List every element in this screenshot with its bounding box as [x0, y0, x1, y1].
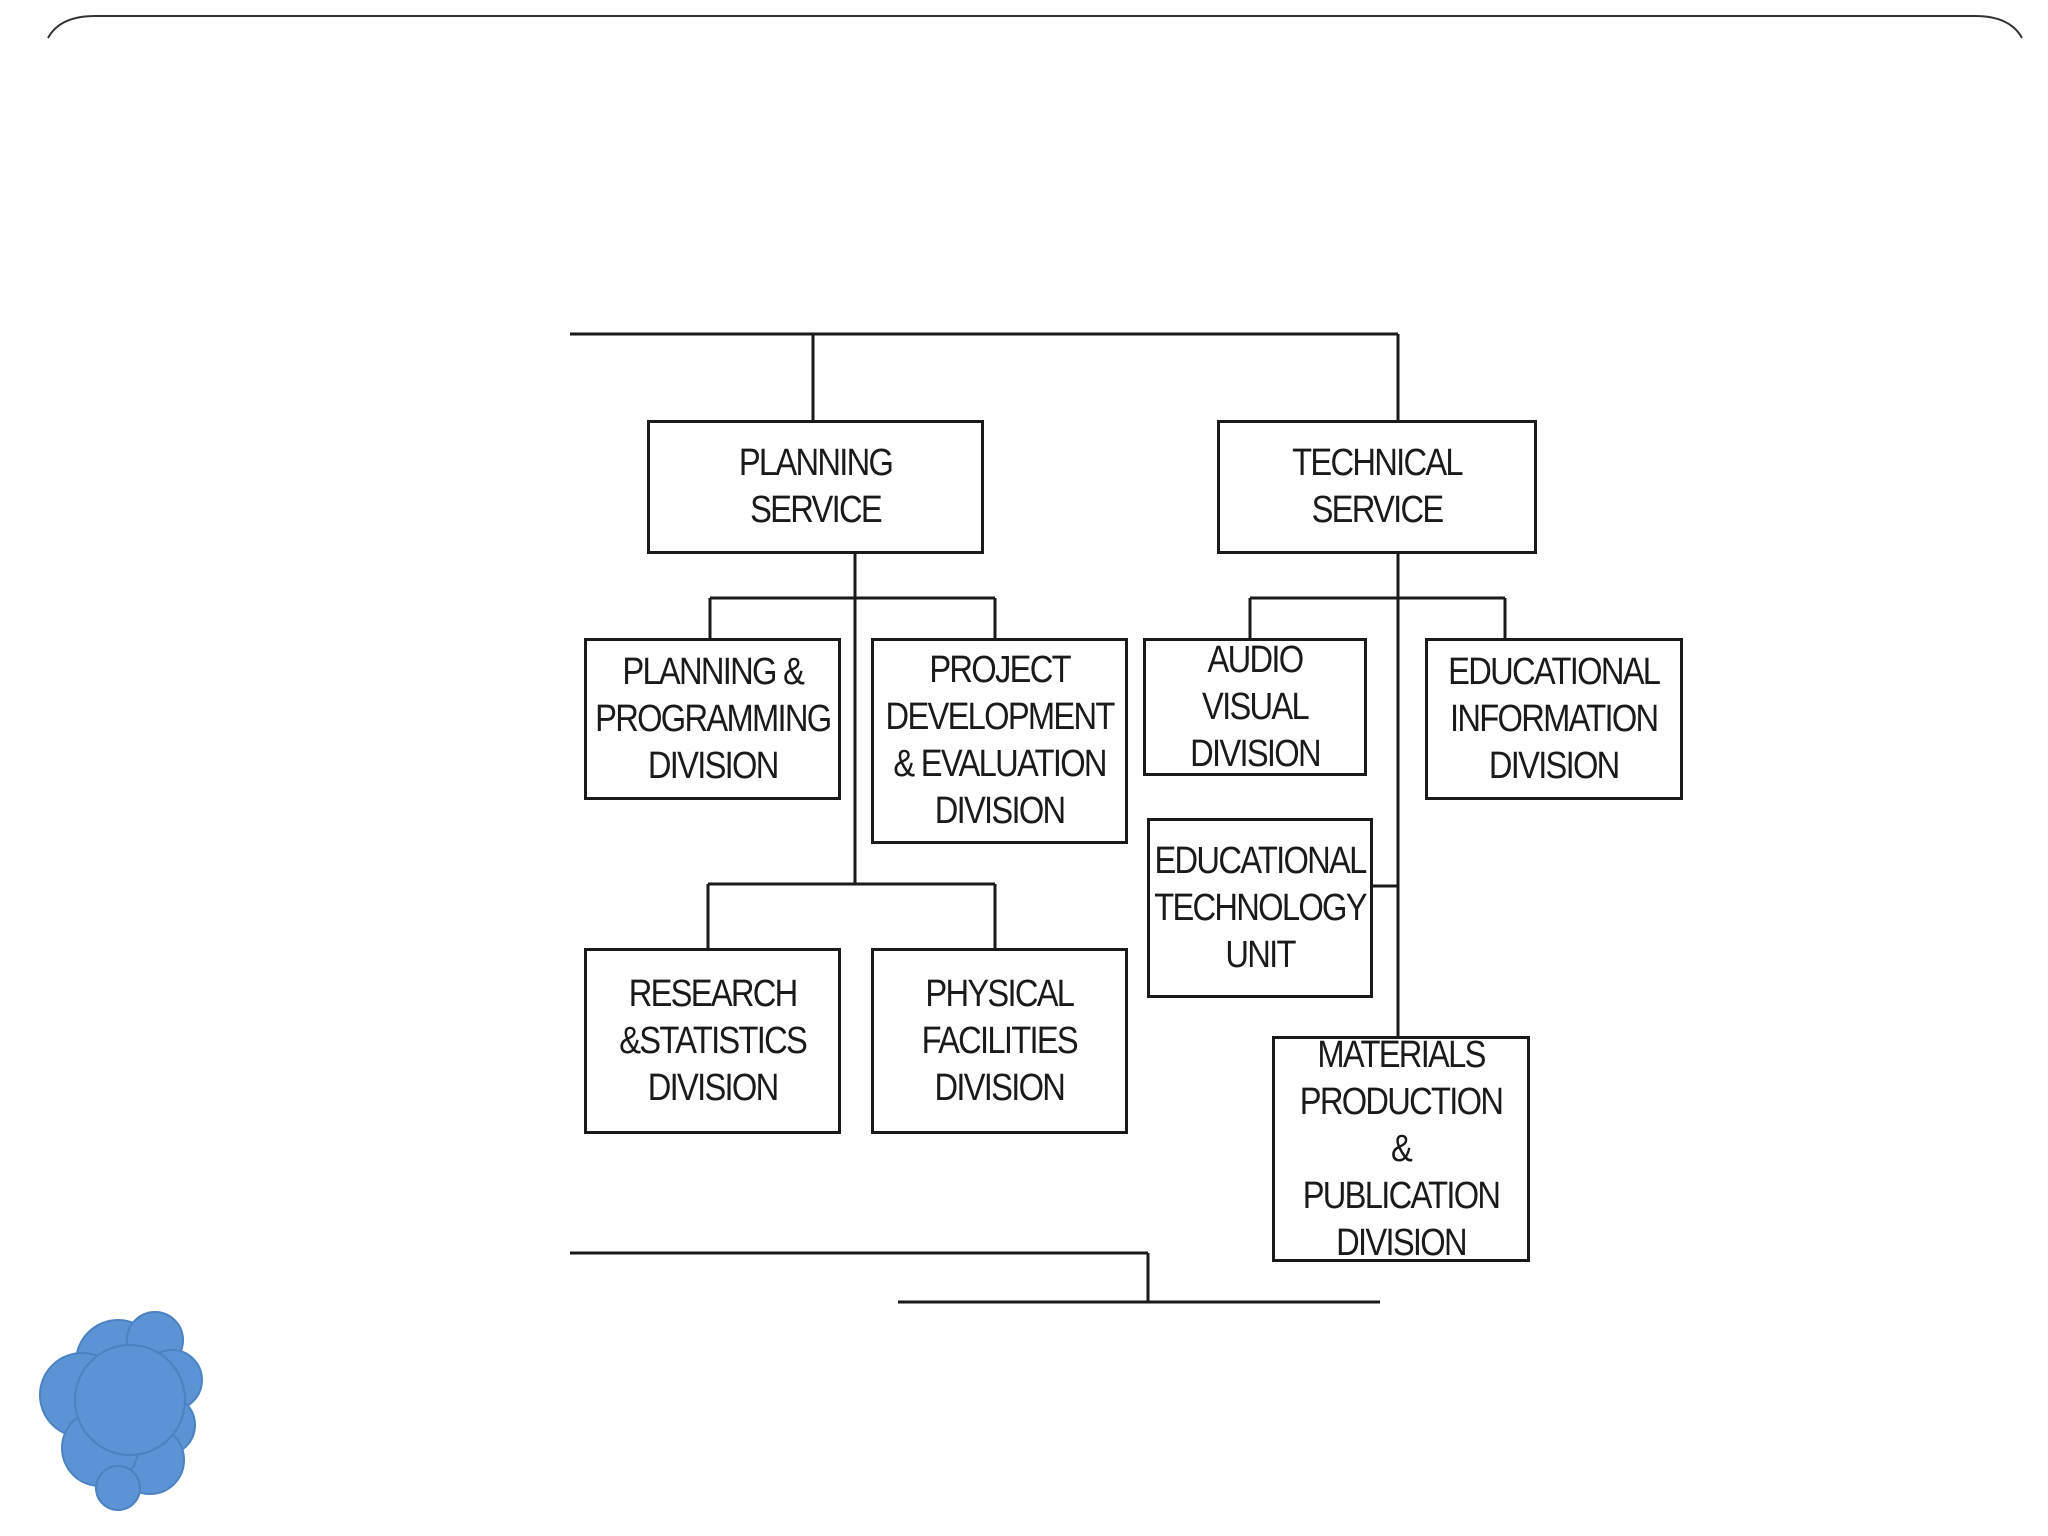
materials-production-division-label: MATERIALS PRODUCTION & PUBLICATION DIVIS… [1299, 1033, 1504, 1264]
audio-visual-division-box: AUDIO VISUAL DIVISION [1143, 638, 1367, 776]
materials-production-division-box: MATERIALS PRODUCTION & PUBLICATION DIVIS… [1272, 1034, 1530, 1264]
educational-technology-unit-label: EDUCATIONAL TECHNOLOGY UNIT [1154, 839, 1367, 976]
technical-service-box: TECHNICAL SERVICE [1217, 420, 1537, 554]
planning-service-box: PLANNING SERVICE [647, 420, 984, 554]
research-statistics-division-label: RESEARCH &STATISTICS DIVISION [619, 972, 808, 1109]
physical-facilities-division-box: PHYSICAL FACILITIES DIVISION [871, 948, 1128, 1134]
research-statistics-division-box: RESEARCH &STATISTICS DIVISION [584, 948, 841, 1134]
educational-information-division-label: EDUCATIONAL INFORMATION DIVISION [1448, 650, 1661, 787]
educational-technology-unit-box: EDUCATIONAL TECHNOLOGY UNIT [1147, 818, 1373, 998]
technical-service-label: TECHNICAL SERVICE [1292, 442, 1463, 531]
cloud-icon [39, 1311, 203, 1511]
project-development-division-label: PROJECT DEVELOPMENT & EVALUATION DIVISIO… [885, 649, 1115, 832]
audio-visual-division-label: AUDIO VISUAL DIVISION [1190, 638, 1321, 775]
planning-service-label: PLANNING SERVICE [738, 442, 894, 531]
educational-information-division-box: EDUCATIONAL INFORMATION DIVISION [1425, 638, 1683, 800]
org-lines [570, 332, 1507, 1304]
project-development-division-box: PROJECT DEVELOPMENT & EVALUATION DIVISIO… [871, 638, 1128, 844]
planning-programming-division-label: PLANNING & PROGRAMMING DIVISION [594, 650, 832, 787]
slide-frame-top [47, 15, 2023, 39]
physical-facilities-division-label: PHYSICAL FACILITIES DIVISION [921, 972, 1079, 1109]
planning-programming-division-box: PLANNING & PROGRAMMING DIVISION [584, 638, 841, 800]
